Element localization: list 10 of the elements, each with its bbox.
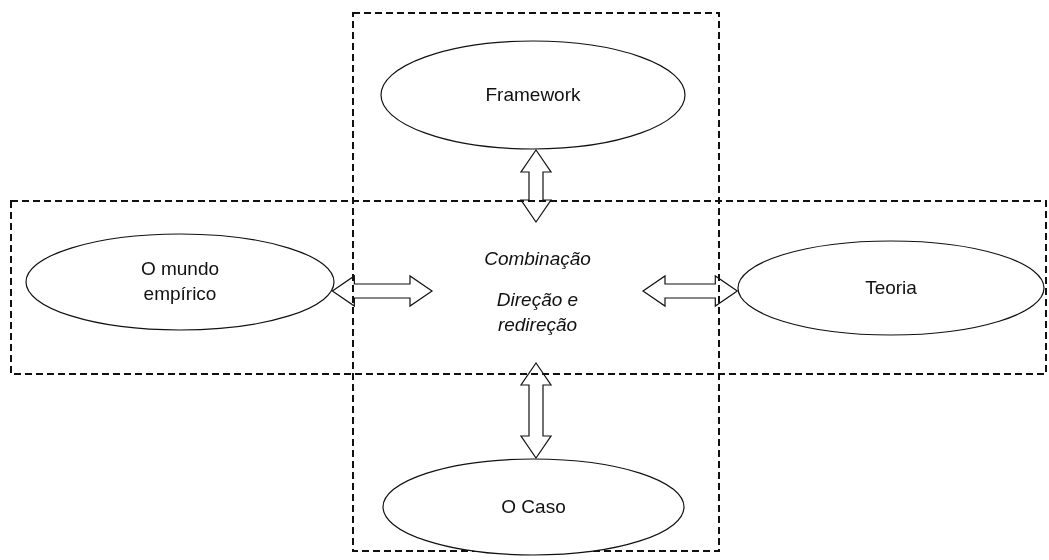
center-label: Combinação [484,247,591,272]
double-arrow [641,274,739,308]
node-label: O Caso [501,494,566,519]
double-arrow [519,361,553,460]
double-arrow [331,274,434,308]
node-label: Teoria [865,275,917,300]
center-label: Direção e redireção [495,288,580,337]
node-label: Framework [485,82,581,107]
node-label: O mundo empírico [139,257,221,306]
double-arrow [519,148,553,224]
